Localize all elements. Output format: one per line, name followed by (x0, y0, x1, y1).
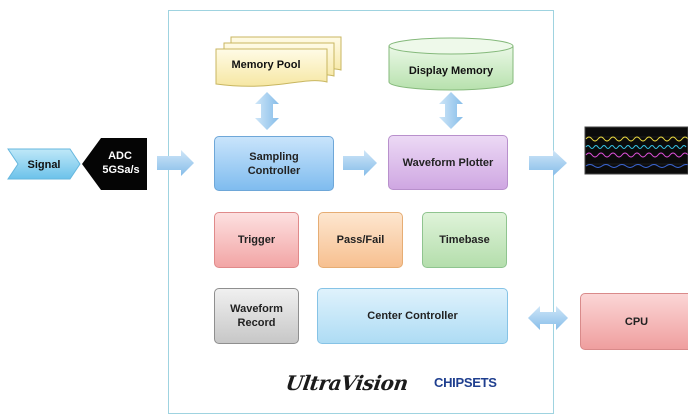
cpu-block: CPU (580, 293, 688, 350)
waveform-plotter-label: Waveform Plotter (402, 156, 494, 169)
center-controller-label: Center Controller (367, 310, 458, 322)
chipset-frame (168, 10, 554, 414)
ultravision-logo: UltraVision (284, 371, 410, 395)
arrow-memorypool-sampling (255, 92, 279, 130)
adc-label-line1: ADC (108, 150, 132, 162)
waveform-plotter: Waveform Plotter (388, 135, 508, 190)
waveform-record-line1: Waveform (230, 303, 283, 315)
trigger-block: Trigger (214, 212, 299, 268)
display-memory-label: Display Memory (409, 65, 494, 77)
arrow-cpu-bidirectional (528, 306, 568, 330)
chipsets-logo: CHIPSETS (434, 375, 497, 390)
arrow-sampling-to-plotter (343, 150, 377, 176)
sampling-controller-line1: Sampling (249, 150, 299, 163)
sampling-controller: Sampling Controller (214, 136, 334, 191)
waveform-record-line2: Record (237, 317, 276, 329)
memory-pool: Memory Pool (215, 36, 342, 87)
arrow-displaymemory-plotter (439, 92, 463, 129)
center-controller: Center Controller (317, 288, 508, 344)
pass-fail-label: Pass/Fail (336, 234, 385, 246)
trigger-label: Trigger (237, 234, 276, 246)
adc-label-line2: 5GSa/s (102, 164, 139, 176)
signal-label: Signal (27, 159, 60, 171)
waveform-record-block: Waveform Record (214, 288, 299, 344)
cpu-label: CPU (624, 315, 649, 328)
adc-block: ADC 5GSa/s (82, 138, 147, 190)
arrow-plotter-to-display (529, 150, 567, 176)
memory-pool-label: Memory Pool (231, 59, 300, 71)
waveform-display-image (584, 126, 688, 175)
sampling-controller-line2: Controller (247, 164, 301, 177)
arrow-adc-to-sampling (157, 150, 194, 176)
timebase-block: Timebase (422, 212, 507, 268)
pass-fail-block: Pass/Fail (318, 212, 403, 268)
display-memory: Display Memory (388, 37, 514, 91)
timebase-label: Timebase (439, 234, 490, 246)
signal-block: Signal (7, 148, 81, 180)
